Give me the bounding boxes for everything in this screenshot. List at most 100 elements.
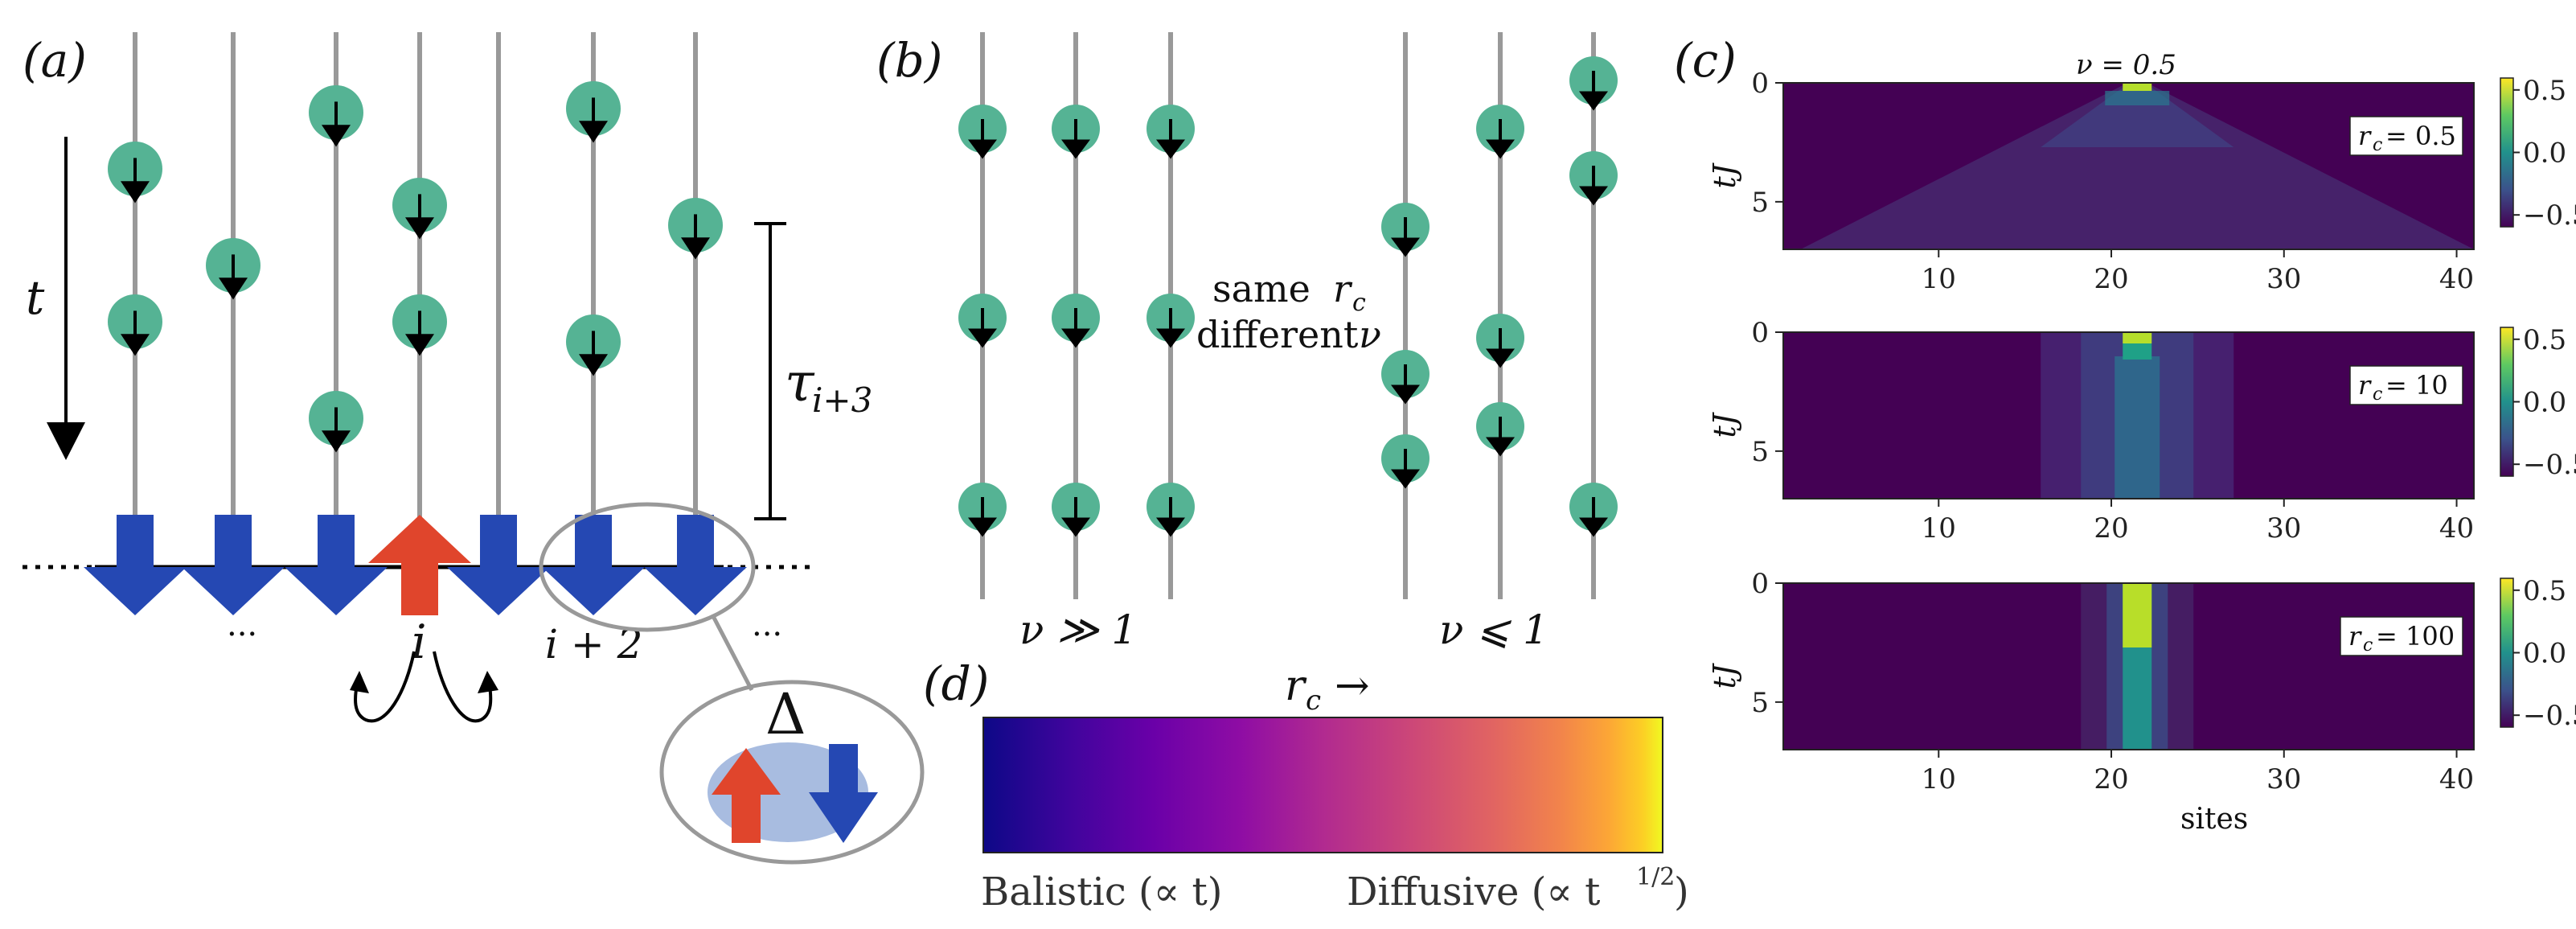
colorbar-2 (2500, 578, 2514, 728)
particle-6-head (405, 334, 434, 356)
particle-0-head (121, 181, 150, 203)
pair-highlight (539, 502, 756, 632)
rc-label-sub: c (2373, 384, 2382, 405)
d-top-arrow: → (1335, 662, 1370, 710)
panel-c-label: (c) (1674, 33, 1737, 88)
b-particle-11-head (1391, 469, 1420, 489)
b-particle-8-head (1156, 517, 1185, 537)
x-tick-label: 30 (2266, 263, 2301, 295)
colorbar-1 (2500, 327, 2514, 477)
rc-label-box-0 (2349, 116, 2463, 156)
rc-label-value: = 100 (2376, 621, 2455, 652)
rc-label-value: = 10 (2385, 370, 2448, 401)
cbar-tick-label: −0.5 (2523, 700, 2576, 732)
rc-label-value: = 0.5 (2385, 121, 2456, 151)
b-particle-3-head (968, 328, 997, 348)
zoom-connector (712, 616, 754, 692)
lightcone-core (2041, 83, 2234, 147)
b-particle-10-head (1391, 384, 1420, 405)
heatmap-frame-0 (1782, 82, 2475, 250)
spin-up-3 (368, 515, 471, 615)
panel-d-label: (d) (923, 656, 989, 711)
b-right-caption: ν ⩽ 1 (1439, 606, 1548, 653)
tau-label: τ (785, 351, 815, 413)
hop-arrow-left (354, 651, 416, 723)
initial-site (2123, 83, 2152, 91)
x-tick-label: 40 (2439, 263, 2474, 295)
d-top-r: r (1285, 662, 1307, 710)
panel-b: (b) same r c different ν ν ≫ 1 ν ⩽ 1 (876, 32, 1618, 653)
particle-2-head (219, 277, 248, 300)
delta-label: Δ (765, 681, 806, 747)
d-right-caption-exp: 1/2 (1636, 863, 1675, 891)
particles (108, 81, 723, 453)
zoom-ellipse (659, 680, 925, 865)
y-axis-label: tJ (1707, 162, 1742, 188)
rc-label-r: r (2358, 370, 2372, 401)
particle-8-head (579, 354, 608, 376)
cbar-tick-label: −0.5 (2523, 199, 2576, 232)
initial-site (2123, 332, 2152, 343)
b-particle-15-head (1579, 91, 1608, 111)
rc-label-sub: c (2363, 635, 2373, 656)
cbar-tick-label: 0.5 (2523, 75, 2566, 107)
time-arrow-head (47, 422, 85, 460)
spin-down-1 (182, 515, 285, 615)
y-tick-label: 0 (1751, 568, 1769, 600)
b-particle-2-head (1156, 139, 1185, 159)
heatmap-frame-1 (1782, 331, 2475, 499)
x-tick-label: 20 (2094, 512, 2128, 545)
x-tick-label: 20 (2094, 763, 2128, 795)
panel-b-label: (b) (876, 33, 942, 88)
b-particle-12-head (1486, 139, 1515, 159)
d-top-sub: c (1306, 684, 1321, 717)
rc-label-box-2 (2340, 616, 2463, 656)
ellipsis-right: ... (752, 606, 782, 643)
time-label: t (26, 270, 45, 325)
particle-9-head (681, 237, 710, 260)
rc-label-sub: c (2373, 135, 2382, 155)
spin-down-0 (84, 515, 187, 615)
x-tick-label: 30 (2266, 512, 2301, 545)
spin-chain (84, 515, 747, 615)
cbar-tick-label: 0.0 (2523, 638, 2566, 670)
middle-nu: ν (1359, 313, 1381, 356)
d-left-caption: Balistic (∝ t) (981, 869, 1223, 915)
early-spread (2123, 343, 2152, 360)
panel-a-label: (a) (23, 33, 87, 88)
b-particle-4-head (1061, 328, 1090, 348)
panel-d: (d) r c → Balistic (∝ t) Diffusive (∝ t … (923, 656, 1689, 915)
b-particle-5-head (1156, 328, 1185, 348)
x-tick-label: 10 (1922, 512, 1956, 545)
y-tick-label: 5 (1751, 187, 1769, 219)
tau-subscript: i+3 (812, 380, 872, 420)
particle-4-head (322, 430, 351, 453)
b-particle-17-head (1579, 517, 1608, 537)
y-tick-label: 0 (1751, 68, 1769, 100)
core-bright (2123, 583, 2152, 647)
y-axis-label: tJ (1707, 412, 1742, 438)
b-particle-7-head (1061, 517, 1090, 537)
y-axis-label: tJ (1707, 663, 1742, 689)
middle-different: different (1196, 313, 1359, 356)
hop-arrow-right-head (478, 671, 498, 693)
cbar-tick-label: −0.5 (2523, 449, 2576, 481)
b-particle-16-head (1579, 186, 1608, 206)
lightcone (1800, 83, 2474, 249)
cbar-tick-label: 0.0 (2523, 387, 2566, 419)
heatmap-frame-2 (1782, 582, 2475, 750)
spread-core (2115, 356, 2160, 499)
hop-arrow-left-head (350, 671, 369, 693)
particle-3-head (322, 125, 351, 147)
rc-label-box-1 (2349, 365, 2463, 405)
x-tick-label: 20 (2094, 263, 2128, 295)
x-tick-label: 10 (1922, 263, 1956, 295)
b-particle-14-head (1486, 437, 1515, 457)
rc-label-r: r (2348, 621, 2362, 652)
y-tick-label: 0 (1751, 317, 1769, 349)
spin-down-5 (542, 515, 645, 615)
